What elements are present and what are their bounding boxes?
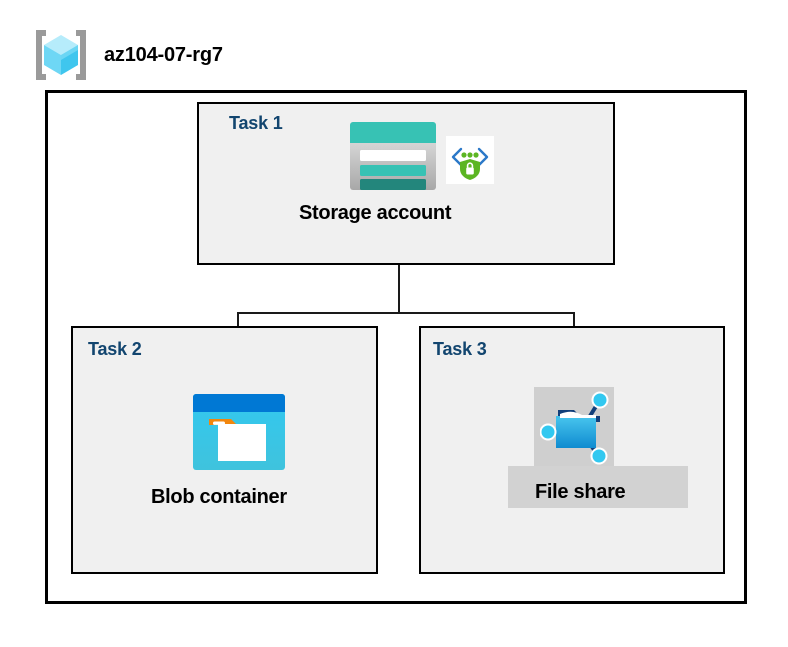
task-3-label: Task 3 bbox=[433, 339, 487, 359]
file-share-label-selection-highlight bbox=[508, 466, 688, 508]
file-share-icon bbox=[540, 391, 609, 465]
connector-horizontal-bus bbox=[237, 312, 575, 314]
storage-account-icon bbox=[350, 122, 436, 190]
task-1-label: Task 1 bbox=[229, 113, 283, 133]
resource-group-name: az104-07-rg7 bbox=[104, 43, 223, 66]
storage-account-caption: Storage account bbox=[299, 202, 452, 224]
resource-group-icon bbox=[36, 30, 86, 80]
secure-transfer-shield-icon bbox=[446, 136, 494, 184]
file-share-caption: File share bbox=[535, 481, 626, 503]
blob-container-caption: Blob container bbox=[151, 486, 287, 508]
task-2-label: Task 2 bbox=[88, 339, 142, 359]
resource-group-header: az104-07-rg7 bbox=[30, 26, 223, 84]
connector-storage-trunk bbox=[398, 265, 400, 313]
blob-container-icon bbox=[193, 394, 285, 470]
resource-group-boundary bbox=[45, 90, 747, 604]
